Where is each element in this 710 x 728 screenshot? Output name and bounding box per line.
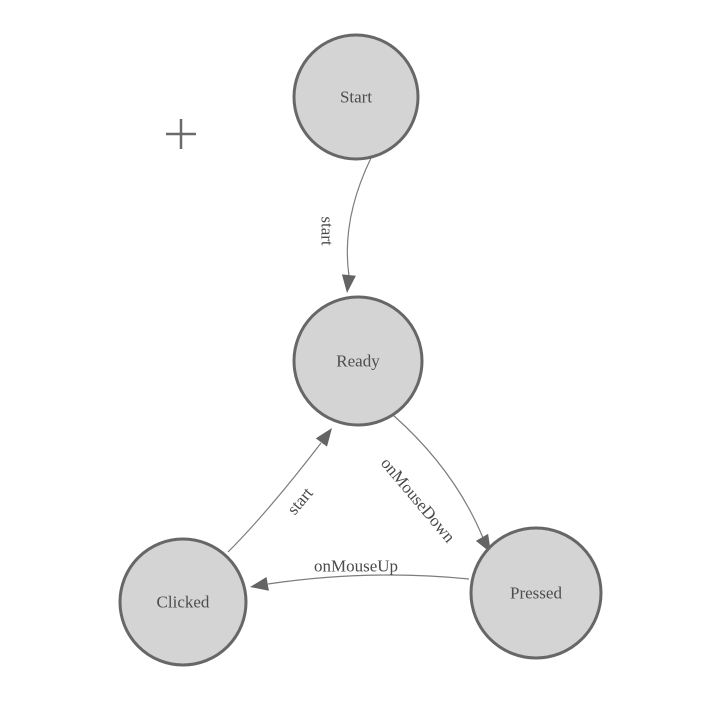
edge-line-start-to-ready bbox=[346, 157, 372, 277]
transition-start-to-ready[interactable]: start bbox=[318, 157, 372, 293]
edge-line-pressed-to-clicked bbox=[267, 574, 470, 585]
state-label-pressed: Pressed bbox=[510, 584, 562, 603]
state-circle-ready[interactable] bbox=[292, 295, 424, 427]
edge-line-clicked-to-ready bbox=[227, 442, 322, 553]
edge-label-onmouseup: onMouseUp bbox=[314, 557, 398, 576]
state-node-pressed[interactable]: Pressed bbox=[469, 526, 603, 660]
arrowhead-start-to-ready bbox=[341, 274, 356, 293]
edge-label-onmousedown: onMouseDown bbox=[377, 454, 459, 547]
edge-label-start-2: start bbox=[283, 483, 317, 518]
state-label-start: Start bbox=[340, 88, 372, 107]
state-node-ready[interactable]: Ready bbox=[292, 295, 424, 427]
arrowhead-pressed-to-clicked bbox=[250, 577, 269, 591]
transition-pressed-to-clicked[interactable]: onMouseUp bbox=[250, 557, 470, 591]
state-label-clicked: Clicked bbox=[157, 593, 210, 612]
state-node-clicked[interactable]: Clicked bbox=[118, 537, 248, 667]
state-circle-pressed[interactable] bbox=[469, 526, 603, 660]
edge-line-ready-to-pressed bbox=[392, 414, 484, 539]
state-circle-start[interactable] bbox=[292, 33, 420, 161]
state-circle-clicked[interactable] bbox=[118, 537, 248, 667]
transition-clicked-to-ready[interactable]: start bbox=[227, 428, 332, 553]
arrowhead-clicked-to-ready bbox=[315, 428, 332, 447]
state-label-ready: Ready bbox=[336, 352, 380, 371]
transition-ready-to-pressed[interactable]: onMouseDown bbox=[377, 414, 491, 553]
edge-label-start: start bbox=[318, 216, 337, 246]
crosshair-plus-icon bbox=[166, 119, 196, 149]
state-node-start[interactable]: Start bbox=[292, 33, 420, 161]
